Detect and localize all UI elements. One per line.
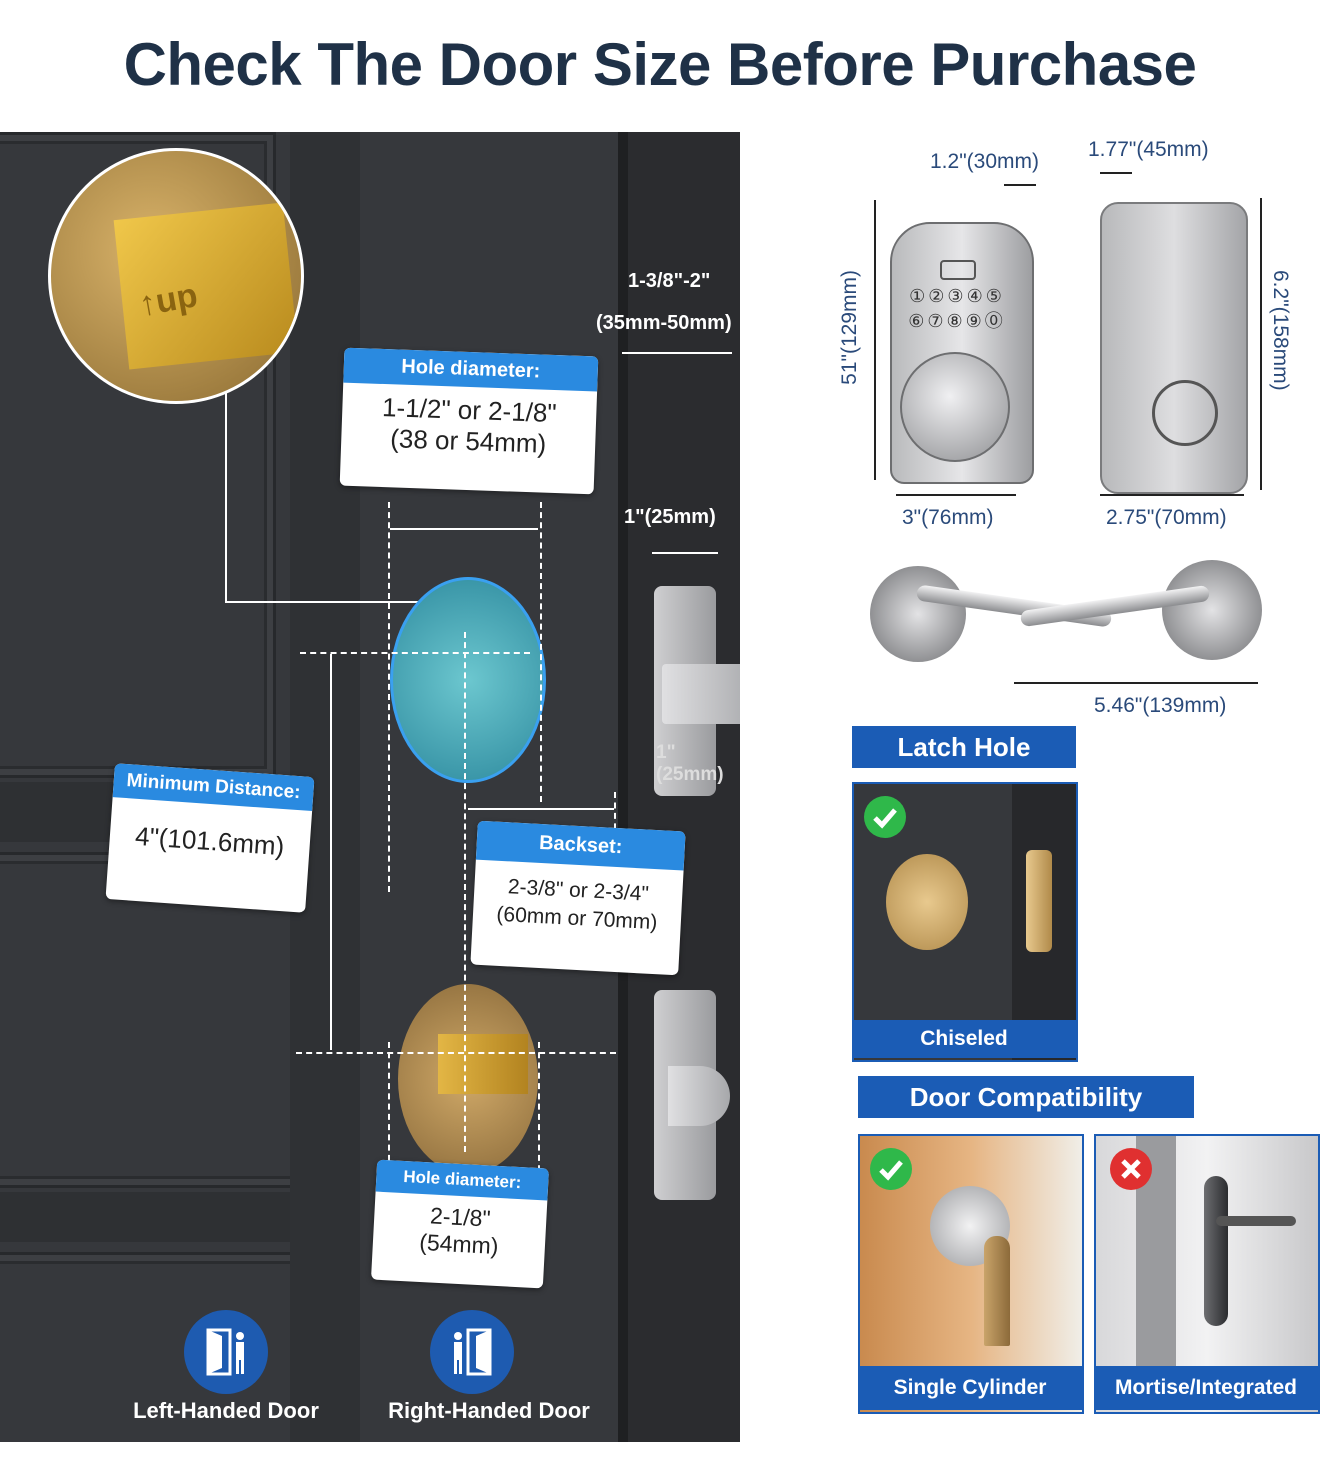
guide-line [464,632,466,1152]
latch-plate-top [654,586,740,796]
back-height-arrow [1260,198,1262,490]
bore-hole [886,854,968,950]
chiseled-mortise [1026,850,1052,952]
mortise-integrated-caption: Mortise/Integrated [1094,1366,1318,1410]
left-handed-door-icon [184,1310,268,1394]
lever-rose-left [870,566,966,662]
min-distance-arrow [330,654,332,1050]
edge-thickness-mm: (35mm-50mm) [596,312,732,334]
check-icon [864,796,906,838]
edge-thickness-inches: 1-3/8"-2" [628,270,711,292]
right-handed-door-label: Right-Handed Door [388,1398,590,1423]
key [984,1236,1010,1346]
latch-zoom-circle: ↑up [48,148,304,404]
edge-thickness-arrow [622,352,732,354]
latch-depth-label: 1"(25mm) [656,742,724,785]
lever-span-label: 5.46"(139mm) [1094,694,1227,717]
interior-lock-back [1100,202,1248,494]
latch-hole-bottom [398,984,538,1174]
single-cylinder-caption: Single Cylinder [858,1366,1082,1410]
front-width-label: 3"(76mm) [902,506,994,529]
latch-tongue [668,1066,730,1126]
latch-hole-caption: Chiseled [852,1020,1076,1058]
guide-line [300,652,530,654]
deadbolt-hole [390,577,546,783]
latch-hole-title: Latch Hole [852,726,1076,768]
hole-diameter-bottom-card: Hole diameter: 2-1/8" (54mm) [370,1159,550,1289]
zoom-connector-line [225,392,227,602]
hole-diameter-arrow [390,528,538,530]
guide-line [388,1042,390,1202]
front-thickness-label: 1.2"(30mm) [930,150,1039,173]
back-width-arrow [1100,494,1244,496]
front-height-arrow [874,200,876,480]
hole-diameter-top-card: Hole diameter: 1-1/2" or 2-1/8" (38 or 5… [339,347,599,495]
front-width-arrow [896,494,1016,496]
back-thickness-arrow [1100,172,1132,174]
right-handed-door-icon [430,1310,514,1394]
door-edge-shadow [618,132,628,1442]
zoom-connector-line [225,601,460,603]
backset-arrow [468,808,614,810]
backset-card: Backset: 2-3/8" or 2-3/4" (60mm or 70mm) [470,820,686,976]
front-thickness-arrow [1004,184,1036,186]
deadbolt-bolt [662,664,740,724]
door-compatibility-title: Door Compatibility [858,1076,1194,1118]
lever-span-arrow [1014,682,1258,684]
latch-mechanism [438,1034,528,1094]
page-title: Check The Door Size Before Purchase [123,31,1197,98]
latch-plate-bottom [654,990,730,1200]
keypad-function-key [940,260,976,280]
thumb-turn [1152,380,1218,446]
plate-width-label: 1"(25mm) [624,506,716,528]
minimum-distance-card: Minimum Distance: 4"(101.6mm) [105,763,315,913]
latch-hole-image [852,782,1078,1062]
back-height-label: 6.2"(158mm) [1269,270,1292,391]
cross-icon [1110,1148,1152,1190]
plate-width-arrow [652,552,718,554]
door-illustration: ↑up 1-3/8"-2" (35mm-50mm) 1"(25mm) 1"(25… [0,132,740,1442]
mortise-lever [1216,1216,1296,1226]
guide-line [538,1042,540,1202]
thumb-turn-knob [900,352,1010,462]
left-handed-door-label: Left-Handed Door [133,1398,319,1423]
guide-line [388,502,390,892]
back-width-label: 2.75"(70mm) [1106,506,1227,529]
front-height-label: 51"(129mm) [838,270,861,385]
guide-line [540,502,542,802]
guide-line [296,1052,616,1054]
check-icon [870,1148,912,1190]
back-thickness-label: 1.77"(45mm) [1088,138,1209,161]
mortise-plate [1204,1176,1228,1326]
lever-rose-right [1162,560,1262,660]
